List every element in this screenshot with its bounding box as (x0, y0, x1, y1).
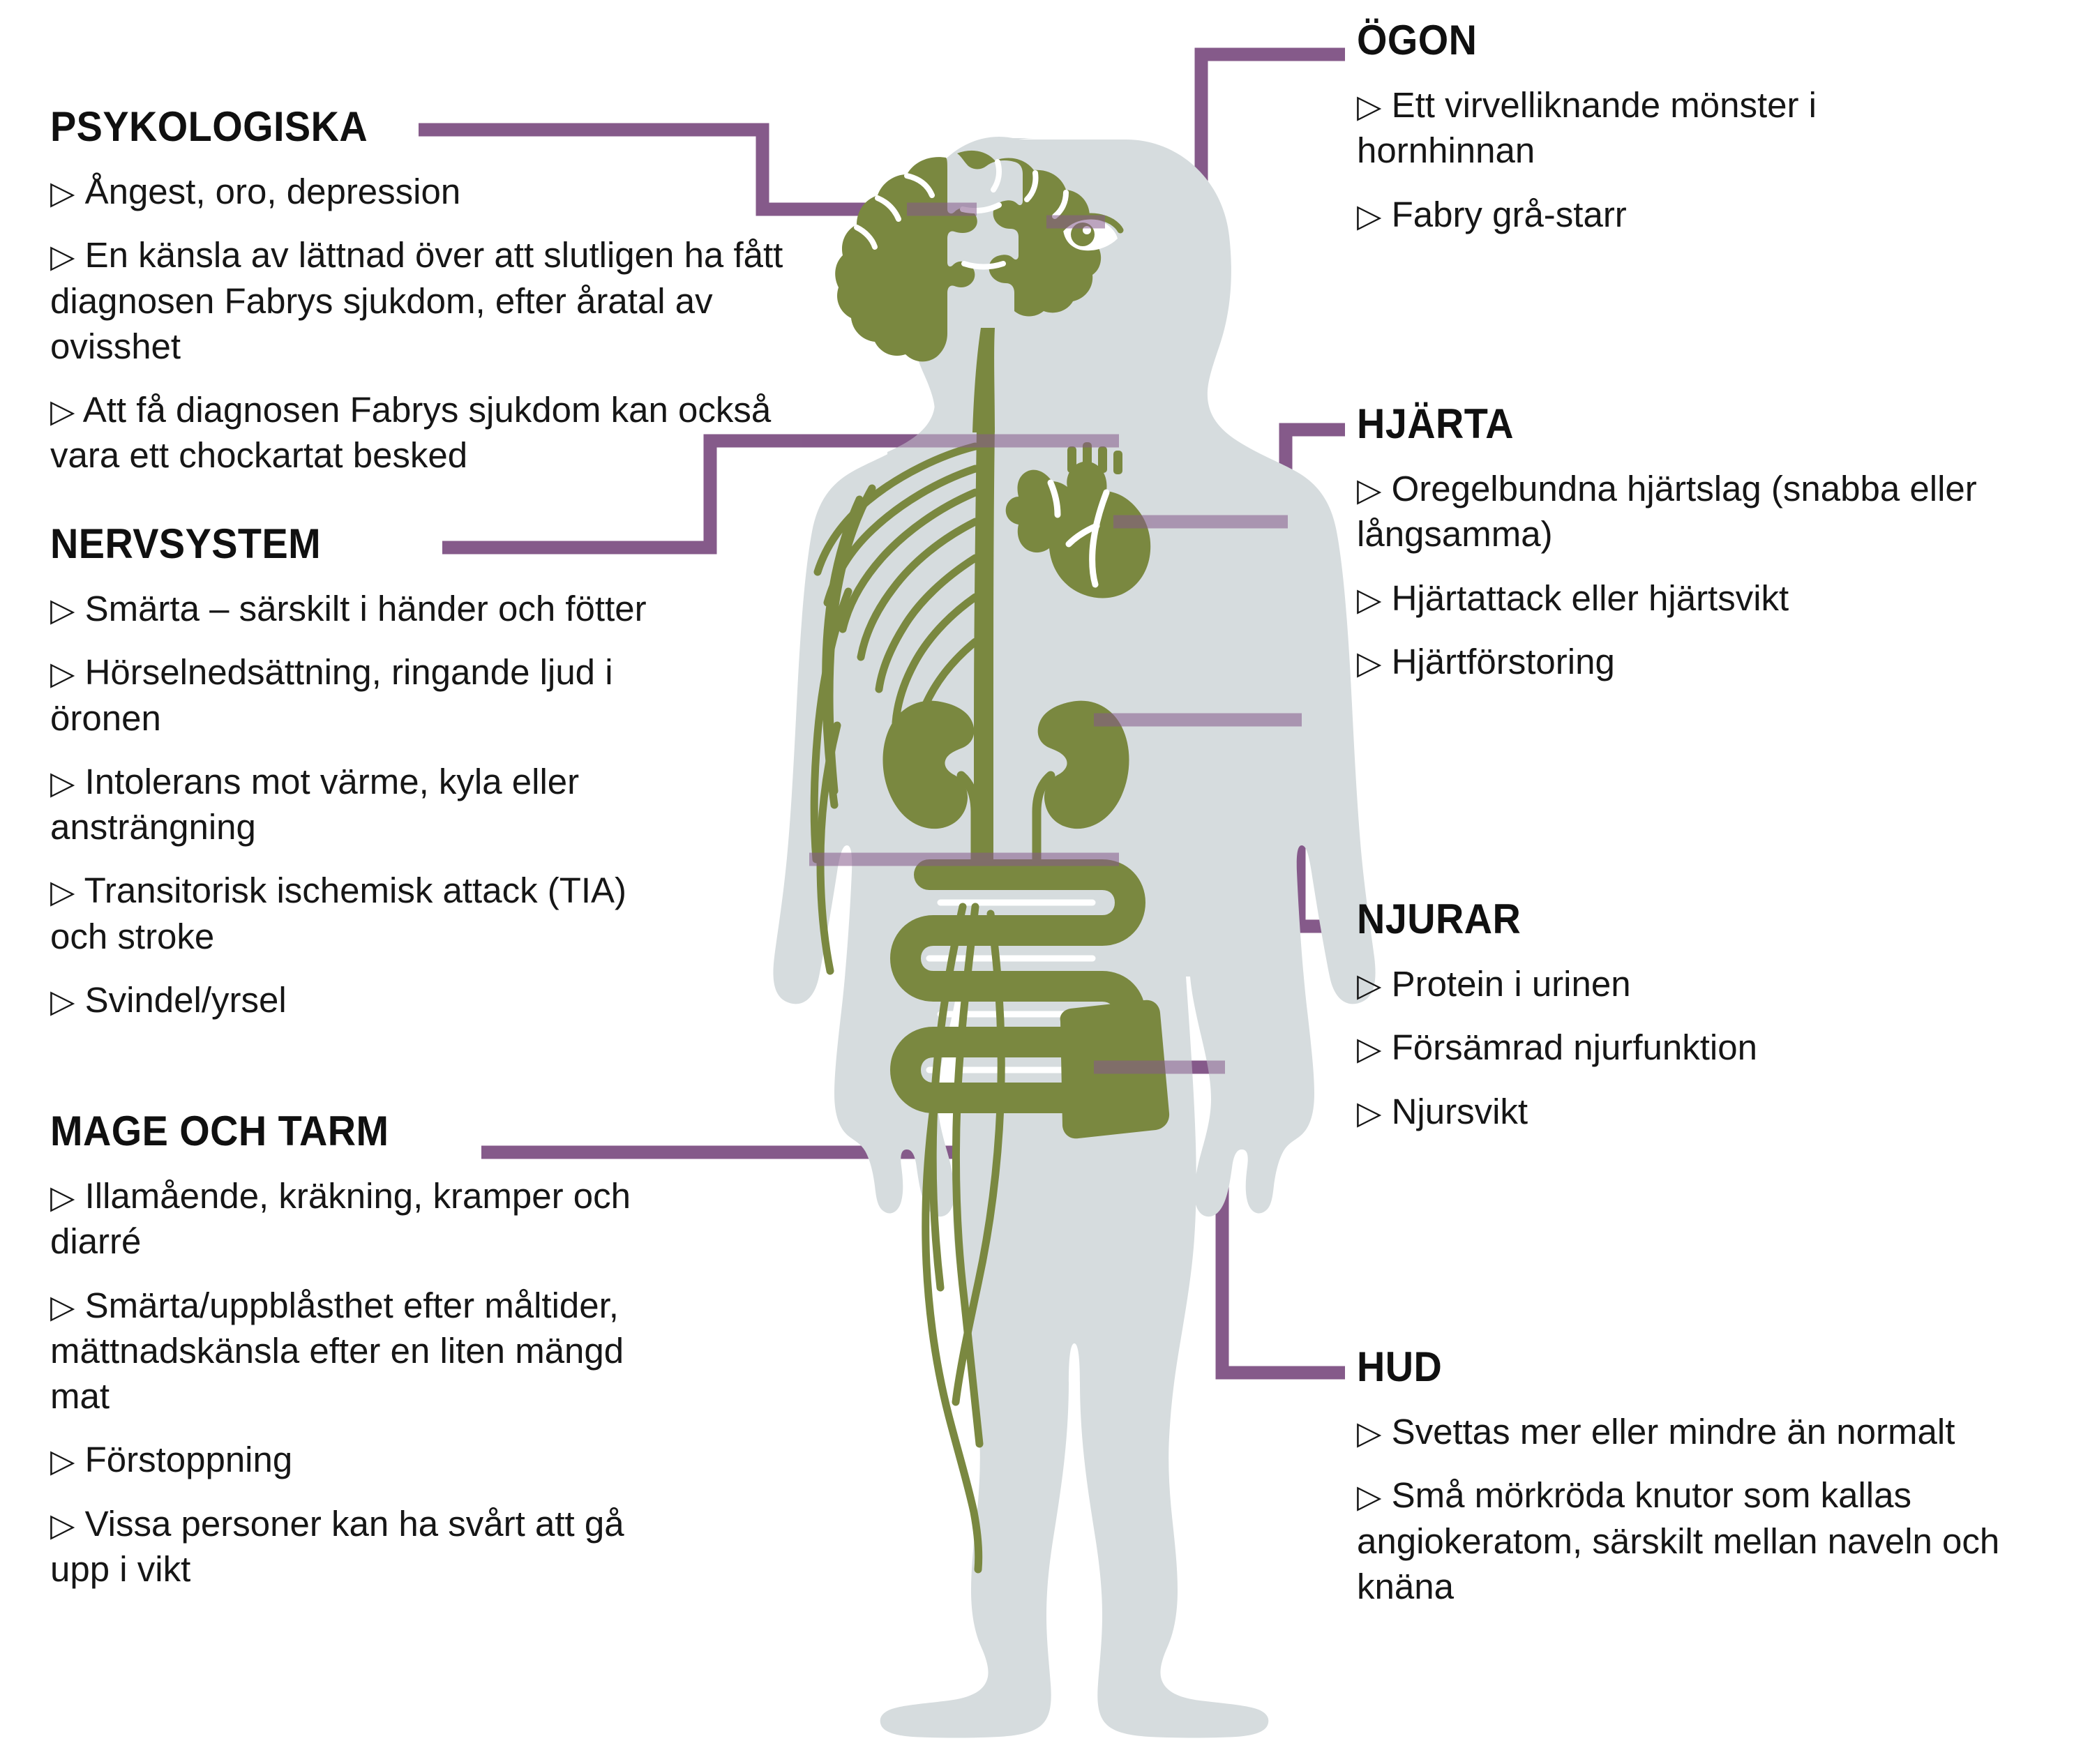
list-item-text: Svettas mer eller mindre än normalt (1391, 1412, 1955, 1452)
list-item: ▷ Svindel/yrsel (50, 977, 650, 1023)
bullet-icon: ▷ (1357, 197, 1382, 234)
section-ogon: ÖGON ▷ Ett virvelliknande mönster i horn… (1357, 20, 1915, 237)
list-item-text: Förstoppning (84, 1440, 293, 1480)
list-item-text: Smärta – särskilt i händer och fötter (84, 589, 647, 628)
list-item-text: Protein i urinen (1391, 964, 1631, 1004)
bullet-icon: ▷ (50, 764, 75, 801)
list-item: ▷ Ett virvelliknande mönster i hornhinna… (1357, 82, 1915, 174)
heading-njurar: NJURAR (1357, 896, 1521, 942)
list-item-text: Intolerans mot värme, kyla eller ansträn… (50, 761, 580, 847)
list-item-text: Försämrad njurfunktion (1391, 1027, 1757, 1068)
list-item-text: Små mörkröda knutor som kallas angiokera… (1357, 1475, 2000, 1606)
list-item-text: Ett virvelliknande mönster i hornhinnan (1357, 85, 1817, 171)
bullet-icon: ▷ (1357, 644, 1382, 681)
list-hjarta: ▷ Oregelbundna hjärtslag (snabba eller l… (1357, 466, 2041, 684)
list-item: ▷ Svettas mer eller mindre än normalt (1357, 1409, 2054, 1454)
kidney-right (1032, 700, 1129, 867)
list-item: ▷ Njursvikt (1357, 1089, 1915, 1134)
section-mage-och-tarm: MAGE OCH TARM ▷ Illamående, kräkning, kr… (50, 1110, 692, 1592)
list-ogon: ▷ Ett virvelliknande mönster i hornhinna… (1357, 82, 1915, 237)
list-item-text: Hörselnedsättning, ringande ljud i örone… (50, 652, 613, 738)
bullet-icon: ▷ (50, 1179, 75, 1215)
list-item-text: En känsla av lättnad över att slutligen … (50, 235, 783, 366)
list-item: ▷ Smärta – särskilt i händer och fötter (50, 586, 650, 631)
list-item: ▷ Transitorisk ischemisk attack (TIA) oc… (50, 868, 650, 959)
list-item: ▷ Ångest, oro, depression (50, 169, 790, 214)
list-item: ▷ Hörselnedsättning, ringande ljud i öro… (50, 649, 650, 741)
list-item: ▷ Vissa personer kan ha svårt att gå upp… (50, 1501, 692, 1592)
section-psykologiska: PSYKOLOGISKA ▷ Ångest, oro, depression ▷… (50, 106, 790, 478)
bullet-icon: ▷ (50, 982, 75, 1019)
section-nervsystem: NERVSYSTEM ▷ Smärta – särskilt i händer … (50, 523, 650, 1023)
list-item-text: Oregelbundna hjärtslag (snabba eller lån… (1357, 469, 1977, 555)
list-hud: ▷ Svettas mer eller mindre än normalt ▷ … (1357, 1409, 2054, 1609)
leg-nerves (922, 903, 1005, 1574)
list-item: ▷ Hjärtförstoring (1357, 639, 2041, 684)
list-psykologiska: ▷ Ångest, oro, depression ▷ En känsla av… (50, 169, 790, 478)
list-item-text: Smärta/uppblåsthet efter måltider, mättn… (50, 1285, 624, 1417)
list-item-text: Illamående, kräkning, kramper och diarré (50, 1176, 631, 1262)
list-item: ▷ Att få diagnosen Fabrys sjukdom kan oc… (50, 387, 790, 478)
section-njurar: NJURAR ▷ Protein i urinen ▷ Försämrad nj… (1357, 898, 1915, 1134)
kidney-left (882, 700, 980, 867)
list-item: ▷ En känsla av lättnad över att slutlige… (50, 232, 790, 369)
bullet-icon: ▷ (50, 174, 75, 211)
list-item: ▷ Fabry grå-starr (1357, 192, 1915, 237)
list-njurar: ▷ Protein i urinen ▷ Försämrad njurfunkt… (1357, 961, 1915, 1134)
list-nervsystem: ▷ Smärta – särskilt i händer och fötter … (50, 586, 650, 1023)
bullet-icon: ▷ (1357, 1030, 1382, 1067)
list-item: ▷ Små mörkröda knutor som kallas angioke… (1357, 1472, 2054, 1609)
list-item-text: Svindel/yrsel (84, 979, 287, 1020)
list-item: ▷ Illamående, kräkning, kramper och diar… (50, 1173, 692, 1265)
list-mage-och-tarm: ▷ Illamående, kräkning, kramper och diar… (50, 1173, 692, 1592)
bullet-icon: ▷ (50, 655, 75, 692)
spinal-cord (974, 427, 995, 862)
list-item-text: Vissa personer kan ha svårt att gå upp i… (50, 1503, 624, 1589)
list-item: ▷ Oregelbundna hjärtslag (snabba eller l… (1357, 466, 2041, 557)
section-hjarta: HJÄRTA ▷ Oregelbundna hjärtslag (snabba … (1357, 403, 2041, 684)
list-item: ▷ Förstoppning (50, 1437, 692, 1482)
list-item-text: Transitorisk ischemisk attack (TIA) och … (50, 870, 627, 956)
section-hud: HUD ▷ Svettas mer eller mindre än normal… (1357, 1346, 2054, 1609)
bullet-icon: ▷ (1357, 1094, 1382, 1131)
heading-nervsystem: NERVSYSTEM (50, 520, 322, 567)
list-item-text: Njursvikt (1391, 1091, 1528, 1131)
bullet-icon: ▷ (50, 393, 75, 430)
list-item-text: Ångest, oro, depression (84, 172, 461, 211)
bullet-icon: ▷ (1357, 472, 1382, 508)
heading-hud: HUD (1357, 1343, 1443, 1390)
list-item: ▷ Protein i urinen (1357, 961, 1915, 1007)
bullet-icon: ▷ (1357, 1415, 1382, 1451)
bullet-icon: ▷ (50, 1442, 75, 1479)
list-item-text: Hjärtattack eller hjärtsvikt (1391, 578, 1789, 618)
heading-hjarta: HJÄRTA (1357, 400, 1514, 447)
bullet-icon: ▷ (50, 591, 75, 628)
heading-ogon: ÖGON (1357, 17, 1478, 63)
heading-mage-och-tarm: MAGE OCH TARM (50, 1108, 389, 1154)
list-item: ▷ Hjärtattack eller hjärtsvikt (1357, 575, 2041, 621)
bullet-icon: ▷ (1357, 580, 1382, 617)
list-item-text: Fabry grå-starr (1391, 194, 1627, 234)
list-item-text: Hjärtförstoring (1391, 641, 1615, 681)
list-item-text: Att få diagnosen Fabrys sjukdom kan ocks… (50, 390, 772, 476)
heart-icon (1005, 442, 1151, 598)
list-item: ▷ Smärta/uppblåsthet efter måltider, mät… (50, 1283, 692, 1419)
bullet-icon: ▷ (50, 873, 75, 910)
list-item: ▷ Försämrad njurfunktion (1357, 1025, 1915, 1070)
heading-psykologiska: PSYKOLOGISKA (50, 103, 368, 150)
bullet-icon: ▷ (1357, 967, 1382, 1003)
list-item: ▷ Intolerans mot värme, kyla eller anstr… (50, 759, 650, 850)
intestine-icon (889, 859, 1146, 1113)
bullet-icon: ▷ (50, 1288, 75, 1325)
bullet-icon: ▷ (1357, 88, 1382, 124)
bullet-icon: ▷ (50, 1506, 75, 1543)
bullet-icon: ▷ (50, 238, 75, 275)
bullet-icon: ▷ (1357, 1478, 1382, 1515)
